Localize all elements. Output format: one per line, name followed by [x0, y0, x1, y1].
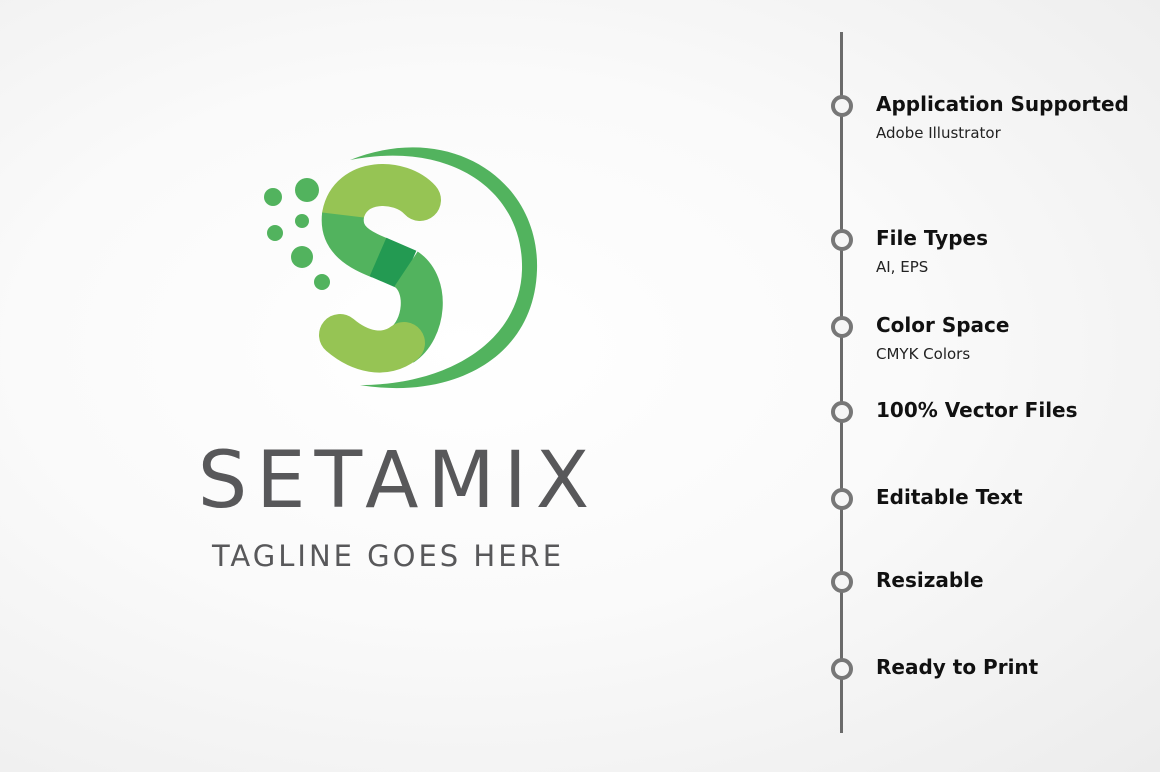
feature-title: File Types — [876, 226, 988, 250]
feature-editable-text: Editable Text — [876, 485, 1023, 509]
timeline-node — [831, 95, 853, 117]
feature-ready-to-print: Ready to Print — [876, 655, 1038, 679]
feature-file-types: File Types AI, EPS — [876, 226, 988, 276]
feature-application-supported: Application Supported Adobe Illustrator — [876, 92, 1129, 142]
feature-title: Ready to Print — [876, 655, 1039, 679]
dot — [295, 178, 319, 202]
timeline-node — [831, 488, 853, 510]
feature-color-space: Color Space CMYK Colors — [876, 313, 1009, 363]
feature-title: Application Supported — [876, 92, 1129, 116]
dot — [264, 188, 282, 206]
brand-tagline: TAGLINE GOES HERE — [211, 539, 565, 573]
feature-resizable: Resizable — [876, 568, 984, 592]
letter-s — [319, 164, 443, 373]
dot — [295, 214, 309, 228]
timeline-line — [840, 32, 843, 733]
timeline-node — [831, 571, 853, 593]
feature-title: 100% Vector Files — [876, 398, 1078, 422]
brand-name: SETAMIX — [197, 436, 599, 526]
dot — [291, 246, 313, 268]
feature-subtitle: Adobe Illustrator — [876, 124, 1001, 142]
timeline-node — [831, 401, 853, 423]
dot — [314, 274, 330, 290]
feature-title: Color Space — [876, 313, 1010, 337]
particle-dots — [264, 178, 330, 290]
timeline-node — [831, 316, 853, 338]
feature-subtitle: AI, EPS — [876, 258, 929, 276]
timeline-node — [831, 658, 853, 680]
feature-title: Editable Text — [876, 485, 1023, 509]
feature-title: Resizable — [876, 568, 984, 592]
timeline-node — [831, 229, 853, 251]
dot — [267, 225, 283, 241]
feature-subtitle: CMYK Colors — [876, 345, 971, 363]
feature-vector-files: 100% Vector Files — [876, 398, 1078, 422]
